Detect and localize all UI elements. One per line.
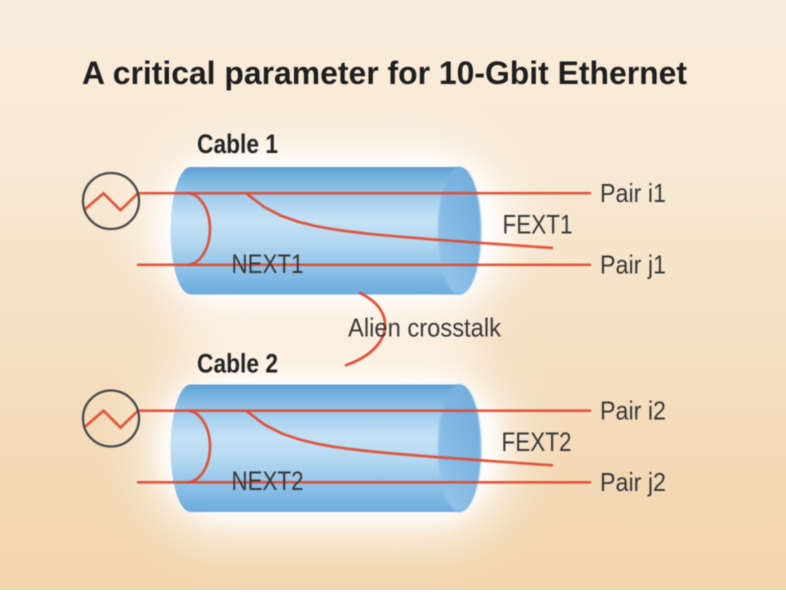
svg-text:Pair j1: Pair j1 xyxy=(600,250,666,280)
svg-text:NEXT2: NEXT2 xyxy=(232,466,304,496)
svg-text:Cable 1: Cable 1 xyxy=(197,129,278,159)
svg-text:FEXT2: FEXT2 xyxy=(502,427,572,457)
svg-text:Cable 2: Cable 2 xyxy=(197,349,278,379)
svg-text:FEXT1: FEXT1 xyxy=(503,210,573,240)
svg-text:Pair j2: Pair j2 xyxy=(600,467,666,497)
svg-text:Pair i1: Pair i1 xyxy=(600,178,666,208)
svg-text:Pair i2: Pair i2 xyxy=(600,396,666,426)
svg-text:NEXT1: NEXT1 xyxy=(232,249,304,279)
svg-text:Alien crosstalk: Alien crosstalk xyxy=(348,312,502,342)
svg-text:A critical parameter for 10-Gb: A critical parameter for 10-Gbit Etherne… xyxy=(82,55,687,91)
